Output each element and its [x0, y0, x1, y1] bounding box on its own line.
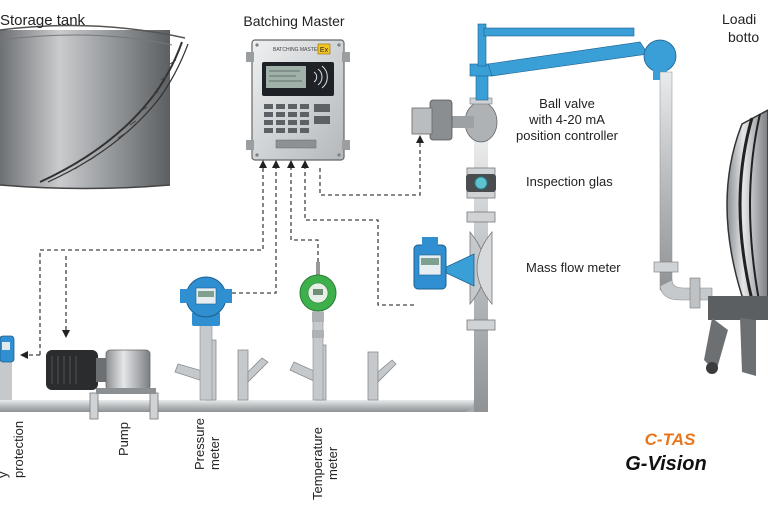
pressure-meter-device — [180, 276, 232, 401]
batching-master-label: Batching Master — [243, 13, 344, 29]
loading-bottom-label-2: botto — [728, 29, 759, 45]
brand-logo: C-TAS G-Vision — [625, 430, 706, 475]
pump-label: Pump — [116, 422, 131, 456]
temperature-meter-device — [299, 262, 337, 401]
overfill-protection-label-2: protection — [11, 421, 26, 478]
temperature-meter-label-1: Temperature — [310, 427, 325, 500]
brand-bottom: G-Vision — [625, 453, 706, 475]
mass-flow-meter-label: Mass flow meter — [526, 260, 621, 275]
storage-tank — [0, 24, 189, 190]
storage-tank-label: Storage tank — [0, 12, 86, 29]
signal-arrows — [20, 135, 424, 359]
panel-keypad — [264, 104, 330, 133]
loading-arm — [469, 23, 713, 309]
brand-top: C-TAS — [645, 430, 696, 449]
ball-valve-device — [411, 97, 498, 143]
ex-badge: Ex — [320, 47, 329, 54]
pump — [46, 349, 156, 394]
temperature-meter-label-2: meter — [325, 446, 340, 480]
loading-bottom-label-1: Loadi — [722, 11, 756, 27]
inspection-glass-label: Inspection glas — [526, 174, 613, 189]
signal-lines — [28, 140, 421, 356]
batching-master-panel: BATCHING MASTER Ex — [246, 39, 350, 161]
rfid-icon — [313, 65, 328, 89]
mass-flow-meter-device — [413, 230, 493, 306]
panel-plate: BATCHING MASTER — [273, 47, 321, 53]
pipe-flanges — [89, 392, 159, 420]
ball-valve-label-3: position controller — [516, 128, 619, 143]
ball-valve-label-1: Ball valve — [539, 96, 595, 111]
pressure-meter-label-1: Pressure — [192, 418, 207, 470]
tank-truck — [704, 109, 768, 376]
pressure-meter-label-2: meter — [207, 436, 222, 470]
ball-valve-label-2: with 4-20 mA — [528, 112, 605, 127]
overfill-protection-label-1: y — [0, 471, 10, 478]
overfill-protection-device — [0, 335, 15, 400]
inspection-glass-device — [466, 174, 496, 192]
